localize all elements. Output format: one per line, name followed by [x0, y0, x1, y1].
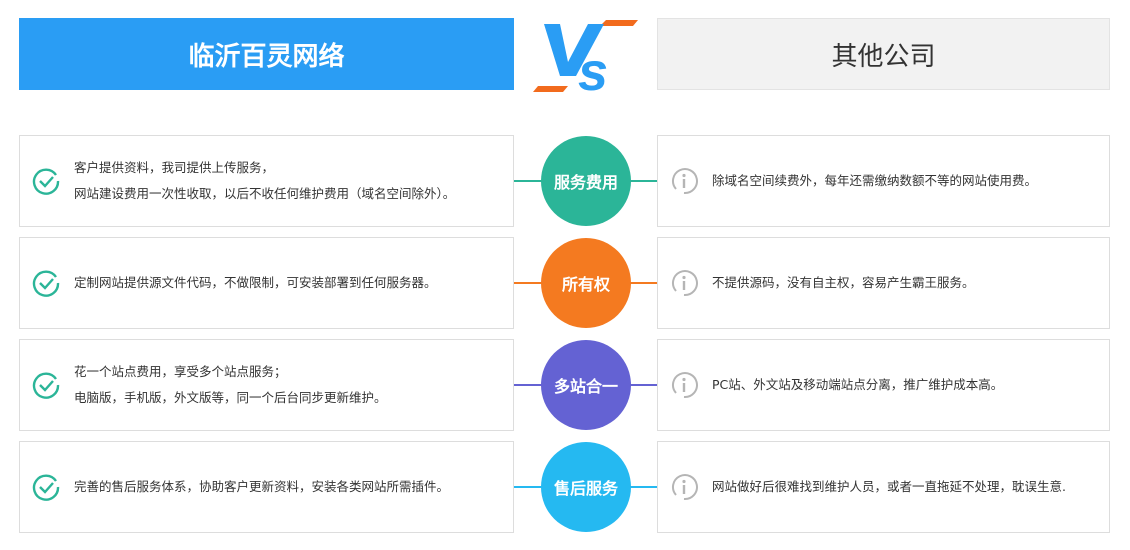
info-icon	[671, 270, 698, 297]
info-icon	[671, 372, 698, 399]
other-company-header: 其他公司	[657, 18, 1110, 90]
category-label: 所有权	[561, 275, 610, 294]
advantage-text: 完善的售后服务体系，协助客户更新资料，安装各类网站所需插件。	[74, 479, 450, 494]
advantage-text: 网站建设费用一次性收取，以后不收任何维护费用（域名空间除外）。	[74, 186, 456, 201]
our-advantage-box: 客户提供资料，我司提供上传服务， 网站建设费用一次性收取，以后不收任何维护费用（域…	[19, 135, 514, 227]
comparison-row: 花一个站点费用，享受多个站点服务； 电脑版，手机版，外文版等，同一个后台同步更新维…	[0, 339, 1130, 431]
our-advantage-box: 花一个站点费用，享受多个站点服务； 电脑版，手机版，外文版等，同一个后台同步更新维…	[19, 339, 514, 431]
vs-logo: s	[533, 20, 638, 96]
our-company-header: 临沂百灵网络	[19, 18, 514, 90]
other-drawback-box: 网站做好后很难找到维护人员，或者一直拖延不处理，耽误生意.	[657, 441, 1110, 533]
info-icon	[671, 474, 698, 501]
check-circle-icon	[32, 372, 60, 399]
comparison-row: 客户提供资料，我司提供上传服务， 网站建设费用一次性收取，以后不收任何维护费用（域…	[0, 135, 1130, 227]
category-badge: 服务费用	[541, 136, 631, 226]
check-circle-icon	[32, 474, 60, 501]
other-drawback-box: PC站、外文站及移动端站点分离，推广维护成本高。	[657, 339, 1110, 431]
advantage-text: 电脑版，手机版，外文版等，同一个后台同步更新维护。	[74, 390, 387, 405]
check-circle-icon	[32, 168, 60, 195]
our-advantage-box: 定制网站提供源文件代码，不做限制，可安装部署到任何服务器。	[19, 237, 514, 329]
drawback-text: 网站做好后很难找到维护人员，或者一直拖延不处理，耽误生意.	[712, 479, 1066, 494]
advantage-text: 客户提供资料，我司提供上传服务，	[74, 160, 275, 175]
category-label: 服务费用	[553, 173, 618, 192]
comparison-row: 完善的售后服务体系，协助客户更新资料，安装各类网站所需插件。 售后服务 网站做好…	[0, 441, 1130, 533]
drawback-text: PC站、外文站及移动端站点分离，推广维护成本高。	[712, 377, 1004, 392]
advantage-text: 花一个站点费用，享受多个站点服务；	[74, 364, 287, 379]
category-label: 售后服务	[553, 479, 618, 498]
advantage-text: 定制网站提供源文件代码，不做限制，可安装部署到任何服务器。	[74, 275, 437, 290]
category-badge: 所有权	[541, 238, 631, 328]
check-circle-icon	[32, 270, 60, 297]
category-badge: 多站合一	[541, 340, 631, 430]
drawback-text: 除域名空间续费外，每年还需缴纳数额不等的网站使用费。	[712, 173, 1038, 188]
other-drawback-box: 不提供源码，没有自主权，容易产生霸王服务。	[657, 237, 1110, 329]
svg-text:s: s	[578, 42, 608, 96]
category-badge: 售后服务	[541, 442, 631, 532]
drawback-text: 不提供源码，没有自主权，容易产生霸王服务。	[712, 275, 975, 290]
comparison-row: 定制网站提供源文件代码，不做限制，可安装部署到任何服务器。 所有权 不提供源码，…	[0, 237, 1130, 329]
other-drawback-box: 除域名空间续费外，每年还需缴纳数额不等的网站使用费。	[657, 135, 1110, 227]
our-advantage-box: 完善的售后服务体系，协助客户更新资料，安装各类网站所需插件。	[19, 441, 514, 533]
info-icon	[671, 168, 698, 195]
category-label: 多站合一	[553, 377, 618, 396]
